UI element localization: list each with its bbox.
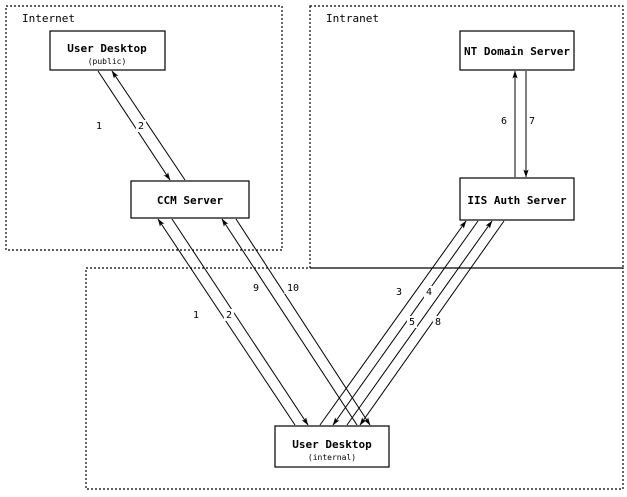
zone-intranet: Intranet <box>309 5 624 269</box>
edge-step-label-edge-7-nt-to-iis: 7 <box>529 116 535 127</box>
node-box-user-desktop-public[interactable] <box>49 30 166 71</box>
edge-step-label-edge-1-public-to-ccm: 1 <box>96 121 102 132</box>
flow-arrows <box>97 70 529 426</box>
zone-internal-lan <box>85 267 624 490</box>
zone-label-internet: Internet <box>22 12 75 25</box>
edge-1-internal-to-ccm <box>157 218 296 426</box>
zone-label-intranet: Intranet <box>326 12 379 25</box>
edge-10-ccm-to-internal <box>235 218 371 426</box>
edge-label-backdrop-edge-2-ccm-to-internal <box>223 309 235 321</box>
node-title-nt-domain-server: NT Domain Server <box>464 45 570 58</box>
edge-9-internal-to-ccm <box>221 218 358 426</box>
edge-step-label-edge-10-ccm-to-internal: 10 <box>287 283 299 294</box>
zone-boundaries: Internet Intranet <box>5 5 624 490</box>
edge-label-backdrop-edge-1-public-to-ccm <box>93 120 105 132</box>
edge-label-backdrop-edge-7-nt-to-iis <box>526 115 538 127</box>
edge-step-labels: 1 2 6 7 1 2 9 10 3 4 5 8 <box>93 115 538 328</box>
edge-step-label-edge-2-ccm-to-internal: 2 <box>226 310 232 321</box>
edge-8-iis-to-internal <box>359 220 505 426</box>
edge-step-label-edge-3-internal-to-iis: 3 <box>396 287 402 298</box>
edge-1-public-to-ccm <box>97 70 171 181</box>
edge-5-internal-to-iis <box>346 220 493 426</box>
edge-step-label-edge-4-iis-to-internal: 4 <box>426 287 432 298</box>
node-title-user-desktop-public: User Desktop <box>67 42 147 55</box>
node-nt-domain-server[interactable]: NT Domain Server <box>459 30 575 71</box>
node-boxes: User Desktop (public) CCM Server NT Domain … <box>49 30 575 468</box>
node-box-user-desktop-internal[interactable] <box>274 425 390 468</box>
node-box-ccm-server[interactable] <box>130 180 250 219</box>
edge-4-iis-to-internal <box>332 220 479 426</box>
edge-label-backdrop-edge-4-iis-to-internal <box>423 286 435 298</box>
node-title-user-desktop-internal: User Desktop <box>292 438 372 451</box>
edge-label-backdrop-edge-10-ccm-to-internal <box>284 282 302 294</box>
edge-2-ccm-to-internal <box>171 218 309 426</box>
node-title-ccm-server: CCM Server <box>157 194 224 207</box>
edge-label-backdrop-edge-2-ccm-to-public <box>135 120 147 132</box>
edge-2-ccm-to-public <box>111 70 186 181</box>
node-user-desktop-public[interactable]: User Desktop (public) <box>49 30 166 71</box>
node-iis-auth-server[interactable]: IIS Auth Server <box>459 177 575 221</box>
edge-label-backdrop-edge-5-internal-to-iis <box>406 316 418 328</box>
edge-step-label-edge-1-internal-to-ccm: 1 <box>193 310 199 321</box>
edge-label-backdrop-edge-1-internal-to-ccm <box>190 309 202 321</box>
node-subtitle-user-desktop-public: (public) <box>88 57 127 66</box>
edge-step-label-edge-5-internal-to-iis: 5 <box>409 317 415 328</box>
edge-label-backdrop-edge-3-internal-to-iis <box>393 286 405 298</box>
edge-step-label-edge-6-iis-to-nt: 6 <box>501 116 507 127</box>
zone-internet: Internet <box>5 5 283 251</box>
node-box-iis-auth-server[interactable] <box>459 177 575 221</box>
node-subtitle-user-desktop-internal: (internal) <box>308 453 356 462</box>
node-user-desktop-internal[interactable]: User Desktop (internal) <box>274 425 390 468</box>
edge-step-label-edge-9-internal-to-ccm: 9 <box>253 283 259 294</box>
zone-border-internal-lan <box>85 267 624 490</box>
node-ccm-server[interactable]: CCM Server <box>130 180 250 219</box>
edge-3-internal-to-iis <box>319 220 467 426</box>
edge-label-backdrop-edge-6-iis-to-nt <box>498 115 510 127</box>
edge-step-label-edge-8-iis-to-internal: 8 <box>435 317 441 328</box>
edge-label-backdrop-edge-8-iis-to-internal <box>432 316 444 328</box>
node-title-iis-auth-server: IIS Auth Server <box>467 194 567 207</box>
zone-border-intranet <box>309 5 624 269</box>
edge-step-label-edge-2-ccm-to-public: 2 <box>138 121 144 132</box>
edge-label-backdrop-edge-9-internal-to-ccm <box>250 282 262 294</box>
zone-border-internet <box>5 5 283 251</box>
node-box-nt-domain-server[interactable] <box>459 30 575 71</box>
